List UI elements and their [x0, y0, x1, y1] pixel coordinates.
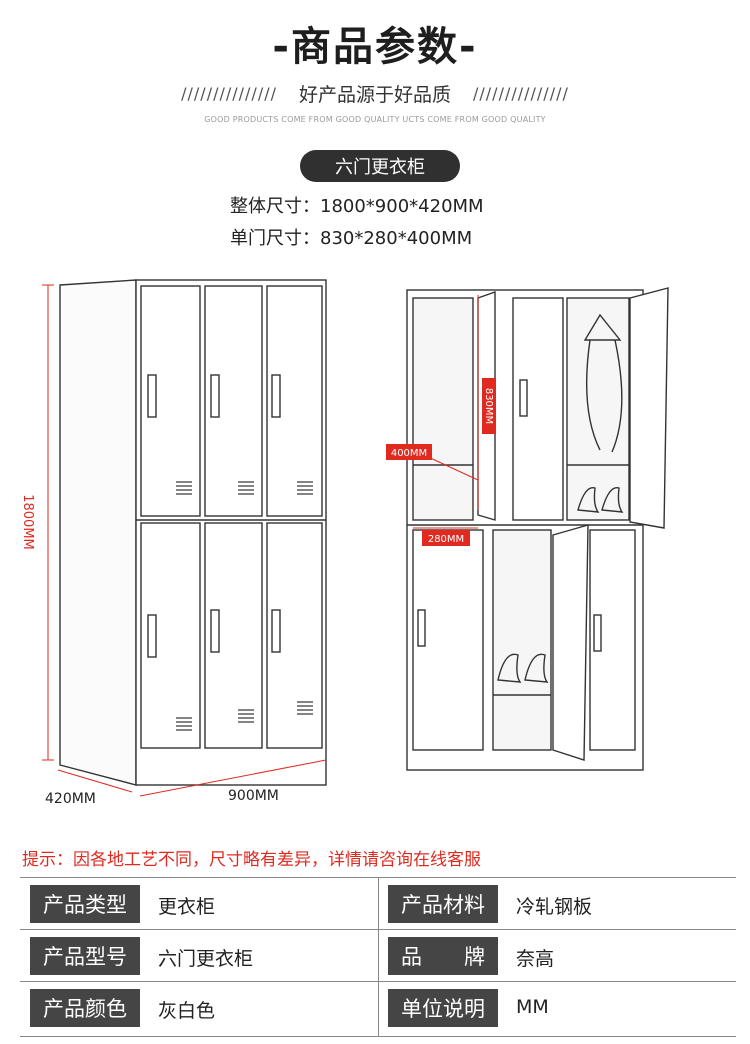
- door-size-spec: 单门尺寸：830*280*400MM: [230, 228, 473, 249]
- slash-decoration-left: ///////////////: [181, 83, 277, 103]
- table-row: 产品类型 更衣柜 产品材料 冷轧钢板: [20, 878, 736, 930]
- table-row: 产品颜色 灰白色 单位说明 MM: [20, 982, 736, 1034]
- value-brand: 奈高: [516, 948, 555, 970]
- product-name-pill: 六门更衣柜: [300, 150, 460, 182]
- label-material: 产品材料: [388, 885, 498, 923]
- tagline: GOOD PRODUCTS COME FROM GOOD QUALITY UCT…: [204, 115, 546, 124]
- closed-locker-illustration: [59, 279, 327, 786]
- notice-text: 提示：因各地工艺不同，尺寸略有差异，详情请咨询在线客服: [22, 850, 481, 870]
- label-product-type: 产品类型: [30, 885, 140, 923]
- label-color: 产品颜色: [30, 989, 140, 1027]
- open-locker-illustration: [406, 287, 669, 771]
- value-unit: MM: [516, 996, 549, 1018]
- door-width-badge: [422, 530, 470, 546]
- slash-decoration-right: ///////////////: [473, 83, 569, 103]
- door-height-label: 830MM: [483, 388, 494, 424]
- table-row: 产品型号 六门更衣柜 品 牌 奈高: [20, 930, 736, 982]
- height-dimension-label: 1800MM: [20, 494, 35, 550]
- locker-diagram: 1800MM 420MM 900MM: [20, 279, 669, 807]
- spec-table: 产品类型 更衣柜 产品材料 冷轧钢板 产品型号 六门更衣柜 品 牌 奈高 产品颜…: [20, 877, 736, 1037]
- width-dimension-label: 900MM: [228, 788, 279, 804]
- door-depth-badge: [386, 444, 432, 460]
- door-height-badge: [482, 378, 496, 434]
- label-brand: 品 牌: [388, 937, 498, 975]
- dimension-lines-left: [42, 284, 327, 797]
- label-model: 产品型号: [30, 937, 140, 975]
- value-material: 冷轧钢板: [516, 896, 593, 918]
- label-unit: 单位说明: [388, 989, 498, 1027]
- depth-dimension-label: 420MM: [45, 791, 96, 807]
- door-width-label: 280MM: [428, 534, 464, 545]
- value-color: 灰白色: [158, 1000, 216, 1022]
- table-divider: [378, 878, 379, 1036]
- value-model: 六门更衣柜: [158, 948, 254, 970]
- page-title: -商品参数-: [272, 24, 478, 70]
- door-depth-label: 400MM: [391, 448, 427, 459]
- value-product-type: 更衣柜: [158, 896, 216, 918]
- slogan-text: 好产品源于好品质: [298, 83, 451, 106]
- slogan-row: /////////////// 好产品源于好品质 ///////////////: [0, 78, 750, 108]
- overall-size-spec: 整体尺寸：1800*900*420MM: [230, 196, 484, 217]
